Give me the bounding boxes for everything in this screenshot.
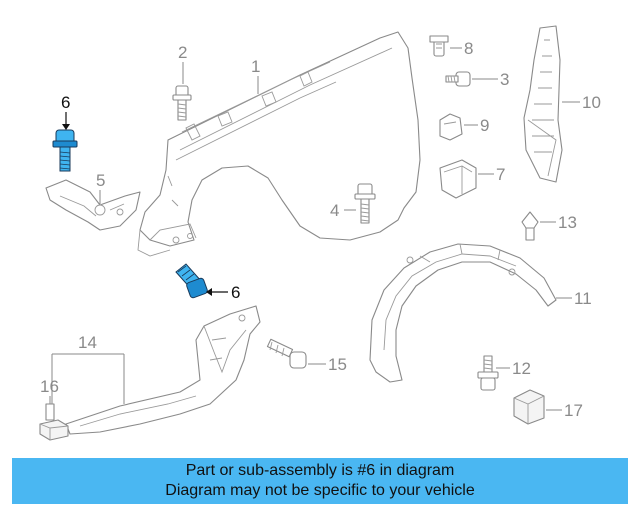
callout-16: 16 xyxy=(40,377,59,396)
part-9-retainer[interactable] xyxy=(439,113,463,141)
info-line-1: Part or sub-assembly is #6 in diagram xyxy=(185,462,455,479)
part-6-bolt-upper[interactable] xyxy=(52,129,78,172)
part-14-splash-shield[interactable] xyxy=(65,305,261,435)
exploded-parts-diagram: 1 2 6 5 xyxy=(39,25,601,441)
callout-3: 3 xyxy=(500,70,509,89)
callout-7: 7 xyxy=(496,165,505,184)
callout-14: 14 xyxy=(78,333,97,352)
info-line-2: Diagram may not be specific to your vehi… xyxy=(165,482,475,499)
callout-10: 10 xyxy=(582,93,601,112)
callout-9: 9 xyxy=(480,116,489,135)
callout-12: 12 xyxy=(512,359,531,378)
part-4-bolt[interactable] xyxy=(354,183,376,224)
part-6-bolt-lower[interactable] xyxy=(175,263,208,299)
part-5-bracket[interactable] xyxy=(45,179,141,231)
part-10-seal[interactable] xyxy=(523,25,563,183)
part-8-clip[interactable] xyxy=(429,35,449,57)
part-3-screw[interactable] xyxy=(445,71,471,87)
part-16-clip[interactable] xyxy=(39,403,69,441)
part-17-retainer[interactable] xyxy=(513,389,545,425)
callout-17: 17 xyxy=(564,401,583,420)
callout-6-upper: 6 xyxy=(61,93,70,112)
part-1-fender[interactable] xyxy=(137,31,421,257)
callout-5: 5 xyxy=(96,171,105,190)
part-11-fender-liner[interactable] xyxy=(369,243,557,383)
part-12-bolt[interactable] xyxy=(477,355,499,391)
part-7-bracket[interactable] xyxy=(439,159,477,199)
callout-8: 8 xyxy=(464,39,473,58)
callout-6-lower: 6 xyxy=(231,283,240,302)
info-banner: Part or sub-assembly is #6 in diagram Di… xyxy=(12,458,628,504)
callout-2: 2 xyxy=(178,43,187,62)
callout-1: 1 xyxy=(251,57,260,76)
callout-11: 11 xyxy=(574,289,592,308)
callout-4: 4 xyxy=(330,201,339,220)
part-2-bolt[interactable] xyxy=(172,85,192,121)
callout-13: 13 xyxy=(558,213,577,232)
part-15-bolt[interactable] xyxy=(266,338,307,369)
callout-15: 15 xyxy=(328,355,347,374)
part-13-clip[interactable] xyxy=(521,211,539,241)
